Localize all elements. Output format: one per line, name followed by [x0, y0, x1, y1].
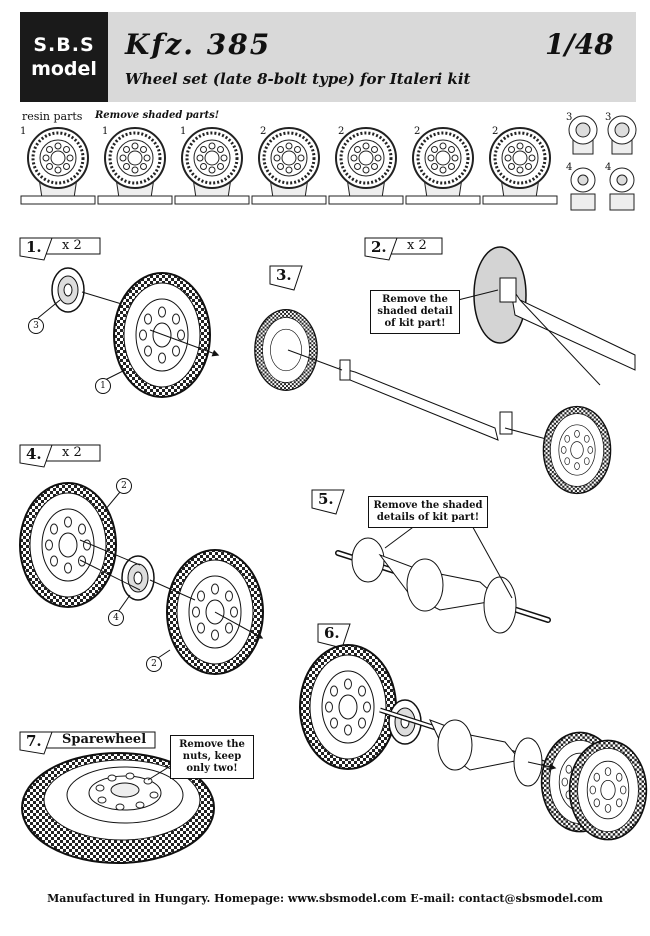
part-ref-1: 1	[95, 378, 111, 394]
step-badge-4	[19, 444, 101, 468]
resin-parts-note: Remove shaded parts!	[95, 110, 220, 121]
step-5-number: 5.	[318, 490, 334, 508]
resin-parts-row	[19, 115, 637, 211]
page-subtitle: Wheel set (late 8-bolt type) for Italeri…	[125, 70, 471, 88]
resin-part-number: 1	[102, 126, 109, 137]
step-2-qty: x 2	[407, 238, 427, 253]
header-bar	[20, 12, 636, 102]
part-ref-3: 3	[28, 318, 44, 334]
resin-part-number: 1	[20, 126, 27, 137]
part-ref-2: 2	[116, 478, 132, 494]
step-7-callout: Remove the nuts, keep only two!	[170, 735, 254, 779]
step-badge-1	[19, 237, 101, 261]
step-2-number: 2.	[371, 238, 387, 256]
step-badge-5	[311, 489, 345, 515]
step-badge-2	[364, 237, 443, 261]
resin-part-number: 2	[260, 126, 267, 137]
step-6-drawing	[299, 644, 648, 841]
scale-label: 1/48	[545, 28, 614, 61]
step-2-callout: Remove the shaded detail of kit part!	[370, 290, 460, 334]
step-7-drawing	[21, 752, 215, 864]
resin-part-number: 3	[605, 112, 612, 123]
resin-part-number: 3	[566, 112, 573, 123]
logo-line2: model	[31, 58, 97, 80]
resin-part-number: 4	[605, 162, 612, 173]
step-5-callout: Remove the shaded details of kit part!	[368, 496, 488, 528]
resin-part-number: 2	[338, 126, 345, 137]
logo-line1: S.B.S	[33, 34, 95, 56]
step-1-drawing	[37, 267, 220, 398]
footer-text: Manufactured in Hungary. Homepage: www.s…	[47, 892, 603, 905]
step-4-drawing	[19, 482, 264, 675]
step-5-drawing	[335, 521, 551, 634]
resin-part-number: 1	[180, 126, 187, 137]
resin-parts-label: resin parts	[22, 110, 83, 123]
step-4-number: 4.	[26, 445, 42, 463]
page-title: Kfz. 385	[125, 28, 272, 61]
resin-part-number: 4	[566, 162, 573, 173]
part-ref-4: 4	[108, 610, 124, 626]
step-1-qty: x 2	[62, 238, 82, 253]
step-3-number: 3.	[276, 266, 292, 284]
step-4-qty: x 2	[62, 445, 82, 460]
step-badge-3	[269, 265, 303, 291]
part-ref-2b: 2	[146, 656, 162, 672]
resin-part-number: 2	[492, 126, 499, 137]
step-1-number: 1.	[26, 238, 42, 256]
sbs-logo: S.B.S model	[20, 12, 108, 102]
step-6-number: 6.	[324, 624, 340, 642]
step-3-drawing	[254, 309, 612, 495]
step-2-drawing	[457, 246, 636, 386]
step-7-label: Sparewheel	[62, 732, 147, 747]
resin-part-number: 2	[414, 126, 421, 137]
step-7-number: 7.	[26, 732, 42, 750]
step-badge-7	[19, 731, 156, 755]
